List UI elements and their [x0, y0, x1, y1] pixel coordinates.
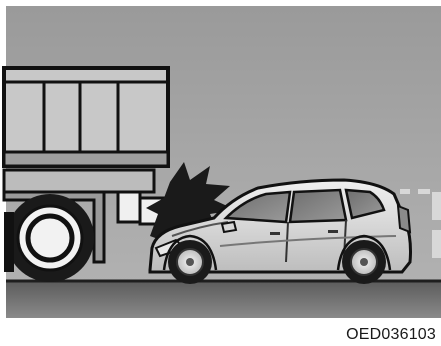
car-rear-wheel	[342, 240, 386, 284]
truck-rear-bumper	[118, 192, 140, 222]
truck-chassis	[4, 170, 154, 192]
car-rear-window	[290, 190, 346, 222]
figure-code: OED036103	[342, 325, 439, 344]
car-front-wheel	[168, 240, 212, 284]
road	[6, 280, 441, 318]
truck-wheel	[6, 194, 94, 282]
